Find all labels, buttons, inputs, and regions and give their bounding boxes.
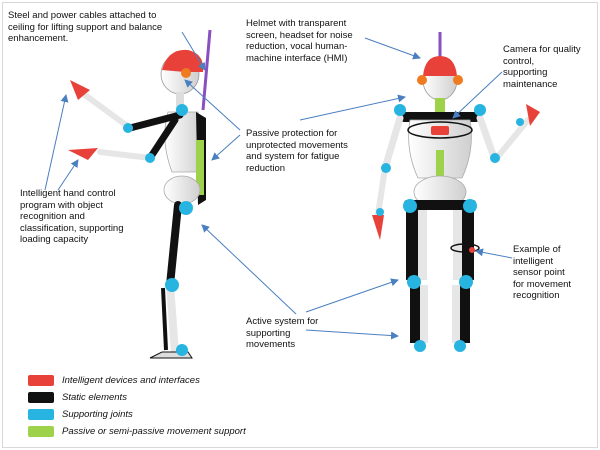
joint-right-wrist-front (516, 118, 524, 126)
joint-left-hip-front (403, 199, 417, 213)
neck-support-front (435, 98, 445, 112)
joint-hip-side (179, 201, 193, 215)
neck-side (176, 92, 184, 110)
joint-left-shoulder-front (394, 104, 406, 116)
legend-swatch-blue (28, 409, 54, 420)
chest-ring-front (407, 121, 473, 139)
helmet-side (162, 49, 204, 72)
arrow-active-front-knee (305, 278, 399, 313)
sensor-ring-front (450, 243, 480, 253)
arrow-cables (181, 31, 206, 71)
left-upper-arm-front (381, 114, 404, 172)
joint-left-elbow-front (381, 163, 391, 173)
label-active: Active system for supporting movements (246, 316, 319, 350)
front-view-figure (372, 32, 540, 352)
joint-right-elbow-front (490, 153, 500, 163)
left-hand-front (372, 215, 384, 240)
legend-label: Intelligent devices and interfaces (62, 375, 200, 386)
right-shin-frame-front (460, 285, 470, 343)
arrow-camera (452, 71, 503, 119)
camera-front (431, 126, 449, 135)
joint-right-shoulder-front (474, 104, 486, 116)
legend-item: Supporting joints (28, 408, 133, 421)
forearm-upper-side (82, 92, 133, 131)
left-thigh-front (418, 210, 427, 280)
joint-left-ankle-front (414, 340, 426, 352)
hip-frame-front (404, 200, 476, 210)
label-camera: Camera for quality control, supporting m… (503, 44, 581, 90)
pelvis-side (163, 175, 201, 205)
thigh-side (166, 201, 182, 289)
side-view-figure (68, 29, 212, 359)
headset-side (181, 68, 191, 78)
spine-support-front (436, 150, 444, 178)
label-cables: Steel and power cables attached to ceili… (8, 10, 163, 44)
sensor-point-front (469, 247, 475, 253)
shin-frame-side (161, 287, 168, 351)
left-thigh-frame-front (406, 210, 418, 280)
hand-upper-side (70, 80, 90, 100)
joint-right-knee-front (459, 275, 473, 289)
passive-support-side (196, 140, 204, 195)
arrow-passive-head (184, 79, 241, 131)
helmet-front (423, 56, 457, 76)
right-upper-arm-front (476, 114, 499, 164)
legend-swatch-red (28, 375, 54, 386)
joint-right-ankle-front (454, 340, 466, 352)
arrow-sensor (475, 248, 513, 259)
joint-elbow1-side (123, 123, 133, 133)
joint-left-wrist-front (376, 208, 384, 216)
shin-side (166, 281, 179, 356)
legend-label: Static elements (62, 392, 127, 403)
right-hand-front (526, 104, 540, 126)
left-shin-frame-front (410, 285, 420, 343)
legend-item: Static elements (28, 391, 127, 404)
legend-label: Supporting joints (62, 409, 133, 420)
legend-swatch-green (28, 426, 54, 437)
joint-knee-side (165, 278, 179, 292)
joint-left-knee-front (407, 275, 421, 289)
label-helmet: Helmet with transparent screen, headset … (246, 18, 353, 64)
label-hand: Intelligent hand control program with ob… (20, 188, 124, 245)
joint-shoulder-side (176, 104, 188, 116)
upper-arm2-side (146, 116, 179, 162)
arrow-hand-lower (57, 159, 79, 191)
legend-item: Passive or semi-passive movement support (28, 425, 246, 438)
headset-right-front (453, 75, 463, 85)
left-forearm-front (375, 165, 388, 218)
legend-label: Passive or semi-passive movement support (62, 426, 246, 437)
joint-ankle-side (176, 344, 188, 356)
annotation-arrows (44, 31, 513, 340)
upper-arm-side (126, 111, 184, 132)
joint-elbow2-side (145, 153, 155, 163)
arrow-passive-side (211, 134, 241, 161)
legend-item: Intelligent devices and interfaces (28, 374, 200, 387)
label-sensor: Example of intelligent sensor point for … (513, 244, 572, 301)
legend-swatch-black (28, 392, 54, 403)
right-forearm-front (492, 117, 531, 163)
cable-side (201, 29, 212, 111)
right-shin-front (452, 285, 460, 343)
right-thigh-frame-front (462, 210, 474, 280)
hand-lower-side (68, 148, 98, 160)
arrow-active-side (201, 224, 297, 315)
headset-left-front (417, 75, 427, 85)
arrow-hand-upper (44, 94, 69, 191)
arrow-helmet (364, 37, 421, 60)
arrow-passive-front (299, 94, 406, 121)
left-shin-front (420, 285, 428, 343)
joint-right-hip-front (463, 199, 477, 213)
forearm-lower-side (97, 149, 153, 161)
label-passive: Passive protection for unprotected movem… (246, 128, 348, 174)
arrow-active-front-shin (305, 329, 399, 340)
